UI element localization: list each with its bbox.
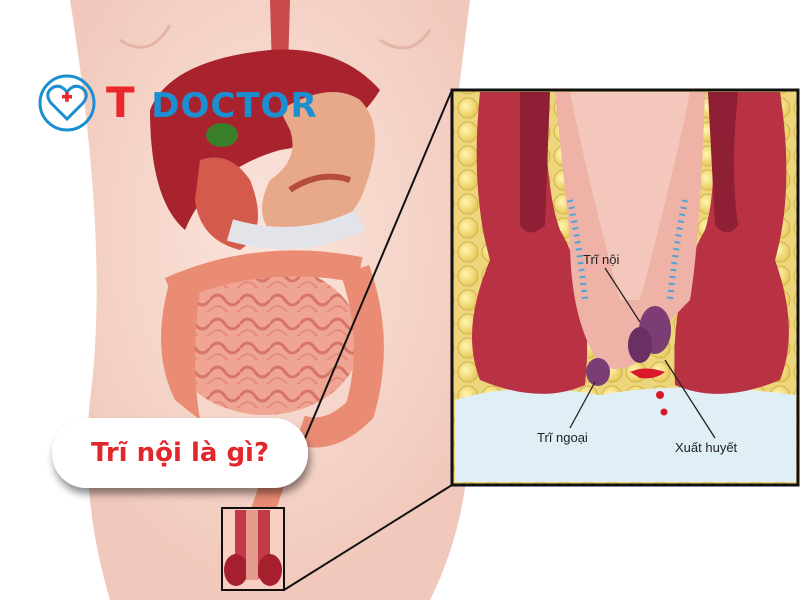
label-external-hemorrhoid: Trĩ ngoại — [537, 430, 588, 445]
brand-word: DOCTOR — [151, 86, 318, 126]
brand-name: T DOCTOR — [106, 78, 318, 127]
title-bubble: Trĩ nội là gì? — [52, 418, 308, 488]
page-title: Trĩ nội là gì? — [90, 438, 270, 468]
heart-stethoscope-icon — [38, 74, 96, 132]
brand-letter: T — [106, 78, 136, 127]
label-internal-hemorrhoid: Trĩ nội — [583, 252, 620, 267]
brand-logo: T DOCTOR — [36, 72, 326, 134]
label-bleeding: Xuất huyết — [675, 440, 738, 455]
